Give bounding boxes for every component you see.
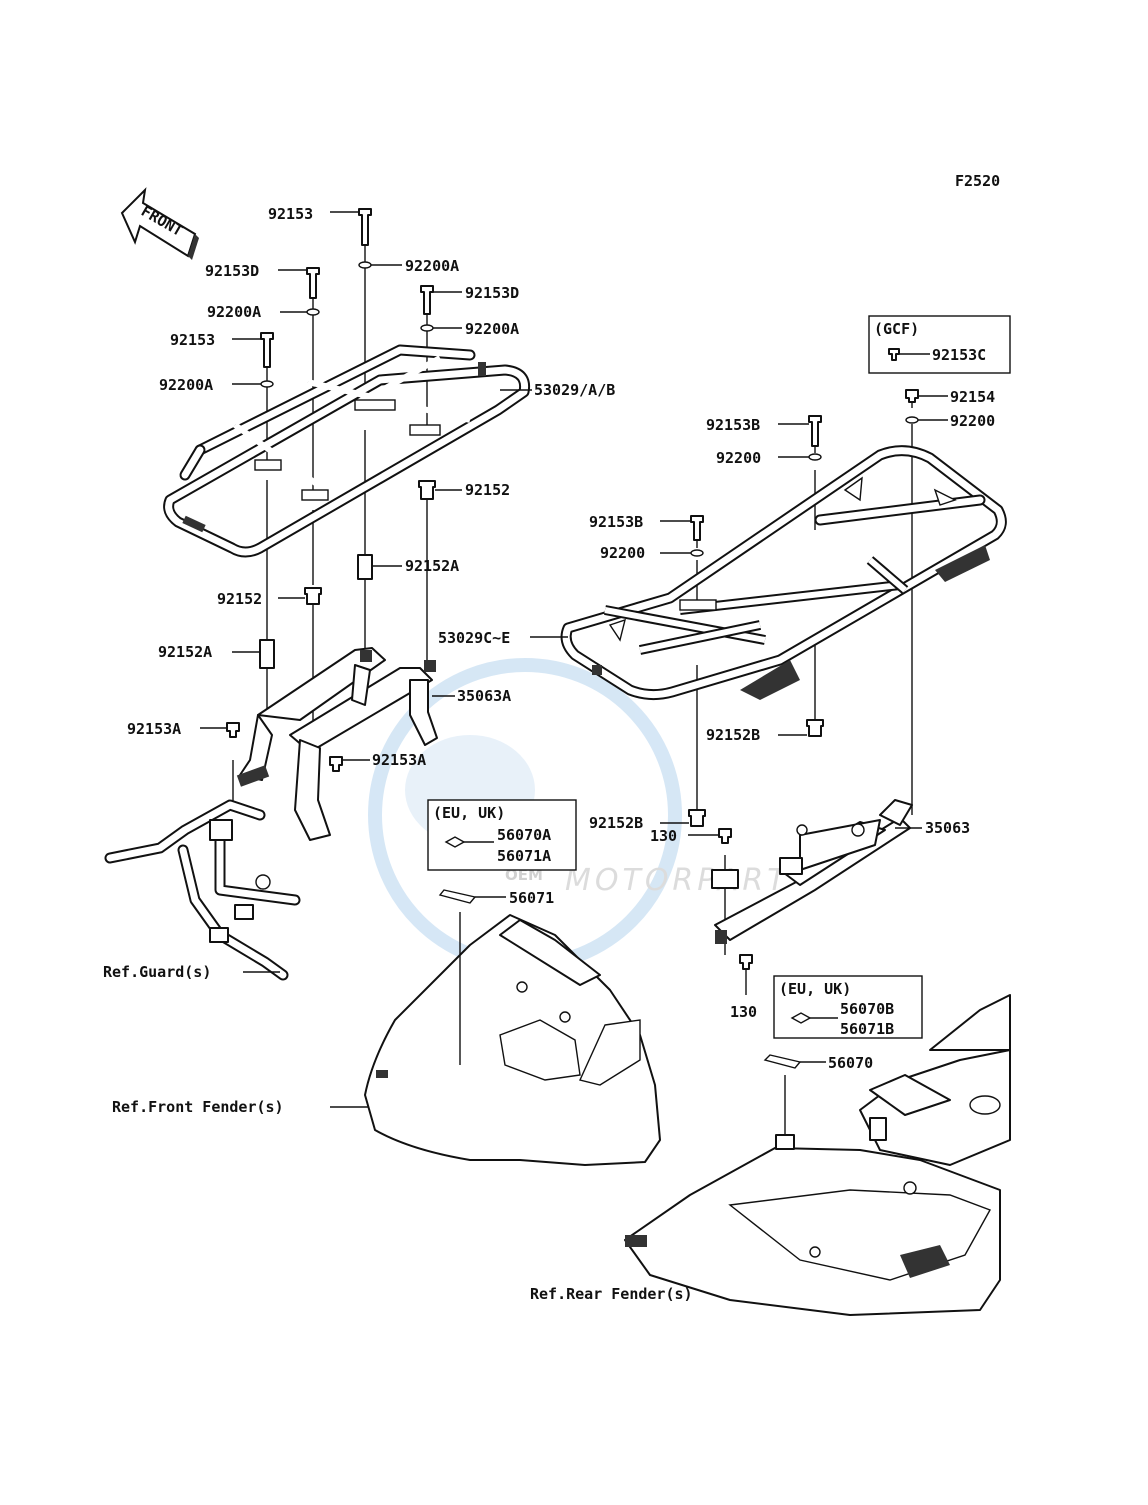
- bracket-35063: [711, 799, 913, 944]
- eu-box-front-part-2: 56071A: [497, 847, 551, 865]
- eu-box-rear-part-2: 56071B: [840, 1020, 894, 1038]
- bolt-icon: [808, 415, 822, 447]
- decal-56071-icon: [438, 889, 477, 904]
- bolt-icon: [690, 515, 704, 541]
- diagram-code: F2520: [955, 172, 1000, 190]
- bolt-icon: [226, 722, 240, 738]
- label-92153B-a: 92153B: [706, 416, 760, 434]
- gcf-part: 92153C: [932, 346, 986, 364]
- front-rack-53029: [163, 344, 531, 558]
- label-92153-left: 92153: [170, 331, 215, 349]
- bolt-icon: [260, 332, 274, 368]
- label-92152-left: 92152: [217, 590, 262, 608]
- bolt-icon: [739, 954, 753, 970]
- washer-icon: [690, 549, 704, 557]
- label-ref-rear-fender: Ref.Rear Fender(s): [530, 1285, 693, 1303]
- bolt-icon: [420, 285, 434, 315]
- label-35063: 35063: [925, 819, 970, 837]
- decal-56070-icon: [763, 1054, 802, 1069]
- label-92152B-b: 92152B: [589, 814, 643, 832]
- gcf-title: (GCF): [874, 320, 919, 338]
- label-92200A-right: 92200A: [465, 320, 519, 338]
- label-92153-top: 92153: [268, 205, 313, 223]
- front-carrier-group: [104, 208, 661, 1166]
- front-labels: 92153 92200A 92153D 92153D 92200A 92200A…: [103, 205, 615, 1116]
- washer-icon: [358, 261, 372, 269]
- bolt-icon: [306, 267, 320, 299]
- label-92153A-left: 92153A: [127, 720, 181, 738]
- label-ref-front-fender: Ref.Front Fender(s): [112, 1098, 284, 1116]
- collar-icon: [357, 554, 373, 580]
- label-92200-b: 92200: [716, 449, 761, 467]
- label-130-b: 130: [730, 1003, 757, 1021]
- rear-carrier-group: [530, 389, 1011, 1316]
- washer-icon: [306, 308, 320, 316]
- label-92200-a: 92200: [950, 412, 995, 430]
- washer-icon: [420, 324, 434, 332]
- label-53029CE: 53029C~E: [438, 629, 510, 647]
- label-56070: 56070: [828, 1054, 873, 1072]
- bolt-icon: [905, 389, 919, 403]
- collar-icon: [259, 639, 275, 669]
- label-92200A-low: 92200A: [159, 376, 213, 394]
- rear-rack-53029C-E: [560, 445, 1007, 701]
- label-92200A-top: 92200A: [405, 257, 459, 275]
- bracket-35063A: [236, 647, 438, 841]
- watermark-sub: MOTORPARTS: [565, 863, 813, 898]
- eu-box-rear-title: (EU, UK): [779, 980, 851, 998]
- washer-icon: [808, 453, 822, 461]
- label-56071: 56071: [509, 889, 554, 907]
- front-fender: [364, 914, 661, 1166]
- label-92152B-a: 92152B: [706, 726, 760, 744]
- gcf-box: (GCF) 92153C: [868, 315, 1011, 374]
- washer-icon: [905, 416, 919, 424]
- collar-icon: [688, 809, 706, 827]
- bolt-icon: [718, 828, 732, 844]
- label-92153D-left: 92153D: [205, 262, 259, 280]
- bolt-92153-top: [358, 208, 372, 246]
- collar-icon: [304, 587, 322, 605]
- label-92200A-left: 92200A: [207, 303, 261, 321]
- label-92200-c: 92200: [600, 544, 645, 562]
- label-92153D-right: 92153D: [465, 284, 519, 302]
- eu-box-front-part-1: 56070A: [497, 826, 551, 844]
- label-35063A: 35063A: [457, 687, 511, 705]
- label-92152-right: 92152: [465, 481, 510, 499]
- front-guard: [104, 799, 301, 981]
- label-53029AB: 53029/A/B: [534, 381, 615, 399]
- label-ref-guard: Ref.Guard(s): [103, 963, 211, 981]
- rear-labels: 92154 92200 92153B 92200 92153B 92200 53…: [438, 388, 995, 1303]
- washer-icon: [260, 380, 274, 388]
- label-92153B-b: 92153B: [589, 513, 643, 531]
- collar-icon: [806, 719, 824, 737]
- label-92153A-right: 92153A: [372, 751, 426, 769]
- eu-box-rear-part-1: 56070B: [840, 1000, 894, 1018]
- collar-icon: [418, 480, 436, 500]
- bolt-icon: [329, 756, 343, 772]
- front-arrow-icon: FRONT: [120, 187, 199, 260]
- label-92154: 92154: [950, 388, 995, 406]
- eu-box-front-title: (EU, UK): [433, 804, 505, 822]
- label-92152A-left: 92152A: [158, 643, 212, 661]
- bolt-icon: [888, 348, 900, 361]
- rear-fender: [624, 994, 1011, 1316]
- eu-box-front: (EU, UK) 56070A 56071A: [427, 799, 577, 871]
- label-130-a: 130: [650, 827, 677, 845]
- label-92152A-mid: 92152A: [405, 557, 459, 575]
- eu-box-rear: (EU, UK) 56070B 56071B: [773, 975, 923, 1039]
